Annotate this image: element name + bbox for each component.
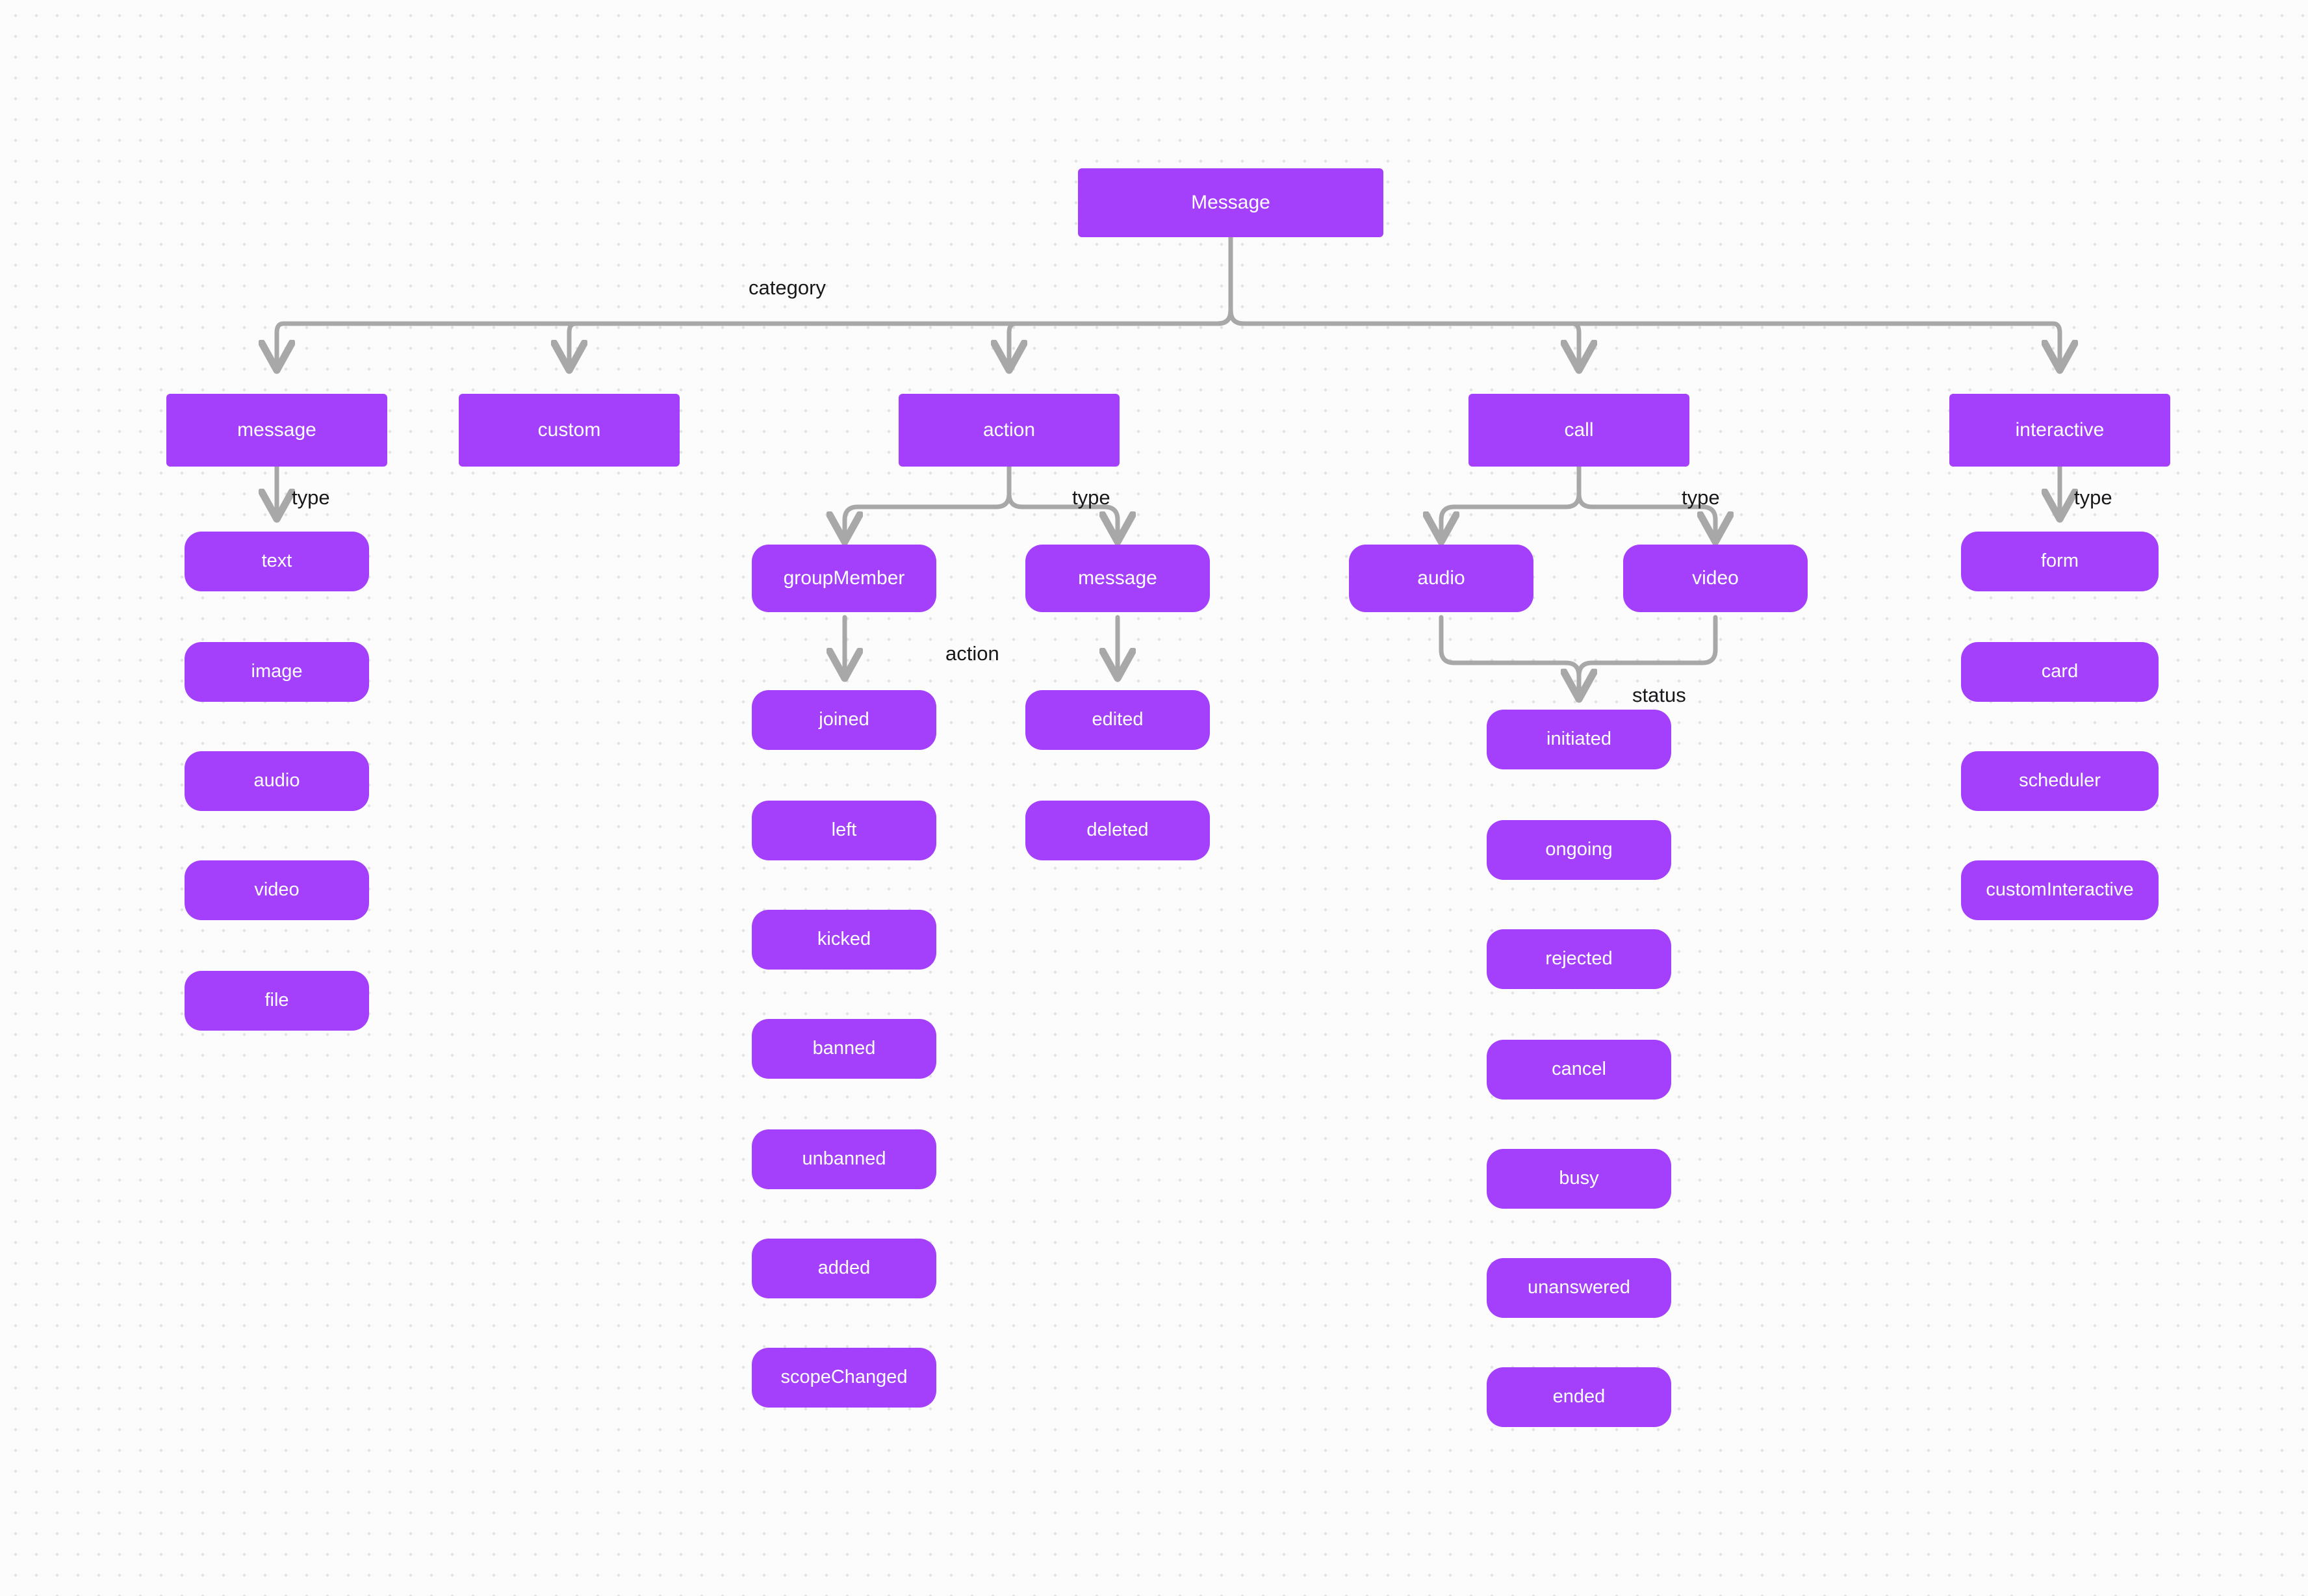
node-label: card bbox=[2041, 661, 2079, 682]
node-groupmember-action-left[interactable]: left bbox=[752, 801, 936, 860]
node-label: left bbox=[831, 819, 857, 841]
node-groupmember-action-kicked[interactable]: kicked bbox=[752, 910, 936, 970]
node-label: video bbox=[254, 879, 300, 901]
node-call-status-initiated[interactable]: initiated bbox=[1487, 710, 1671, 769]
node-call-status-busy[interactable]: busy bbox=[1487, 1149, 1671, 1209]
node-label: interactive bbox=[2015, 418, 2105, 441]
node-label: audio bbox=[1417, 567, 1465, 589]
node-call-status-rejected[interactable]: rejected bbox=[1487, 929, 1671, 989]
node-category-custom[interactable]: custom bbox=[459, 394, 680, 467]
node-groupmember-action-scopechanged[interactable]: scopeChanged bbox=[752, 1348, 936, 1408]
node-label: rejected bbox=[1545, 948, 1613, 970]
node-action-type-message[interactable]: message bbox=[1025, 545, 1210, 612]
node-message-action-edited[interactable]: edited bbox=[1025, 690, 1210, 750]
node-groupmember-action-unbanned[interactable]: unbanned bbox=[752, 1129, 936, 1189]
node-action-type-groupmember[interactable]: groupMember bbox=[752, 545, 936, 612]
node-label: call bbox=[1564, 418, 1594, 441]
node-message-type-audio[interactable]: audio bbox=[185, 751, 369, 811]
node-label: file bbox=[264, 990, 289, 1011]
edge-root-interactive bbox=[1228, 235, 2060, 368]
node-call-status-cancel[interactable]: cancel bbox=[1487, 1040, 1671, 1100]
node-label: action bbox=[982, 418, 1036, 441]
node-groupmember-action-joined[interactable]: joined bbox=[752, 690, 936, 750]
node-label: busy bbox=[1559, 1168, 1599, 1189]
node-label: cancel bbox=[1552, 1059, 1606, 1080]
node-label: initiated bbox=[1546, 728, 1611, 750]
node-label: joined bbox=[819, 709, 869, 730]
node-interactive-type-custominteractive[interactable]: customInteractive bbox=[1961, 860, 2159, 920]
node-label: kicked bbox=[817, 929, 871, 950]
node-groupmember-action-added[interactable]: added bbox=[752, 1239, 936, 1298]
node-label: customInteractive bbox=[1986, 879, 2134, 901]
node-call-status-ongoing[interactable]: ongoing bbox=[1487, 820, 1671, 880]
node-label: message bbox=[237, 418, 316, 441]
node-label: ended bbox=[1552, 1386, 1606, 1408]
node-label: form bbox=[2041, 550, 2079, 572]
edge-root-action bbox=[1009, 235, 1233, 368]
node-interactive-type-form[interactable]: form bbox=[1961, 532, 2159, 591]
edge-root-call bbox=[1228, 235, 1579, 368]
node-label: ongoing bbox=[1545, 839, 1613, 860]
node-interactive-type-card[interactable]: card bbox=[1961, 642, 2159, 702]
edge-root-bus bbox=[277, 235, 1233, 368]
node-label: scopeChanged bbox=[780, 1367, 908, 1388]
node-groupmember-action-banned[interactable]: banned bbox=[752, 1019, 936, 1079]
node-root-message[interactable]: Message bbox=[1078, 168, 1383, 237]
edge-action-groupmember bbox=[845, 464, 1012, 539]
node-label: audio bbox=[253, 770, 300, 792]
edge-label-type-interactive: type bbox=[2074, 486, 2112, 509]
node-call-type-audio[interactable]: audio bbox=[1349, 545, 1533, 612]
node-label: unanswered bbox=[1528, 1277, 1630, 1298]
node-message-type-image[interactable]: image bbox=[185, 642, 369, 702]
node-label: message bbox=[1078, 567, 1157, 589]
node-category-interactive[interactable]: interactive bbox=[1949, 394, 2170, 467]
edge-call-audio bbox=[1441, 464, 1582, 539]
node-label: banned bbox=[812, 1038, 876, 1059]
node-message-type-video[interactable]: video bbox=[185, 860, 369, 920]
node-label: unbanned bbox=[802, 1148, 886, 1170]
node-label: video bbox=[1692, 567, 1739, 589]
node-label: deleted bbox=[1086, 819, 1149, 841]
edge-label-type-call: type bbox=[1682, 486, 1720, 509]
node-label: added bbox=[817, 1257, 871, 1279]
node-label: image bbox=[251, 661, 303, 682]
node-message-type-text[interactable]: text bbox=[185, 532, 369, 591]
node-message-type-file[interactable]: file bbox=[185, 971, 369, 1031]
node-label: custom bbox=[537, 418, 601, 441]
node-category-call[interactable]: call bbox=[1468, 394, 1689, 467]
node-category-action[interactable]: action bbox=[899, 394, 1120, 467]
node-interactive-type-scheduler[interactable]: scheduler bbox=[1961, 751, 2159, 811]
edge-root-custom bbox=[569, 235, 1233, 368]
node-label: scheduler bbox=[2019, 770, 2101, 792]
edge-audio-initiated bbox=[1439, 615, 1579, 697]
node-call-status-unanswered[interactable]: unanswered bbox=[1487, 1258, 1671, 1318]
node-label: groupMember bbox=[783, 567, 905, 589]
node-call-type-video[interactable]: video bbox=[1623, 545, 1808, 612]
edge-label-type-action: type bbox=[1072, 486, 1110, 509]
edge-label-category: category bbox=[749, 276, 826, 299]
node-call-status-ended[interactable]: ended bbox=[1487, 1367, 1671, 1427]
node-label: text bbox=[261, 550, 292, 572]
node-label: Message bbox=[1191, 191, 1270, 213]
node-label: edited bbox=[1092, 709, 1144, 730]
node-message-action-deleted[interactable]: deleted bbox=[1025, 801, 1210, 860]
edge-label-type-message: type bbox=[292, 486, 330, 509]
edge-label-action: action bbox=[945, 642, 999, 665]
node-category-message[interactable]: message bbox=[166, 394, 387, 467]
edge-label-status: status bbox=[1632, 684, 1686, 706]
